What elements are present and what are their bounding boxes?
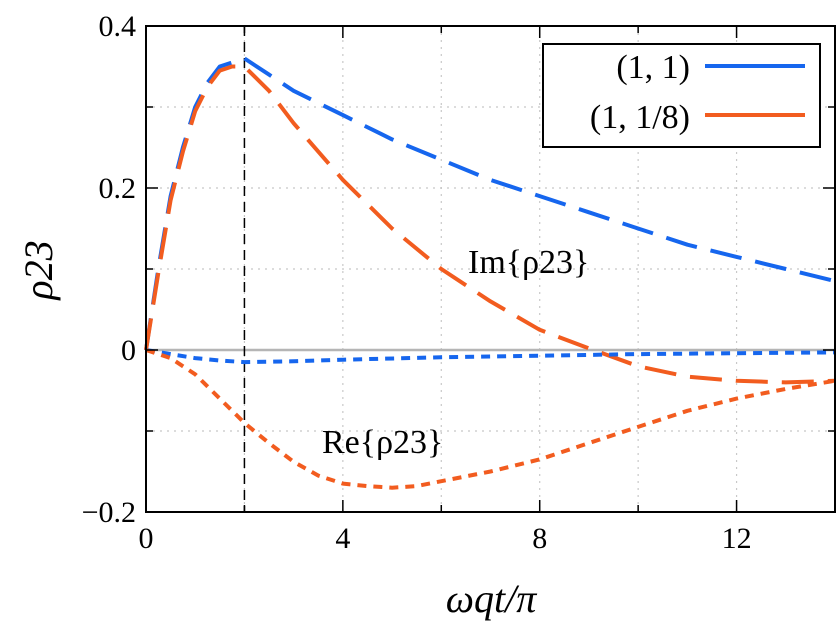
- x-tick-label: 0: [139, 522, 154, 555]
- legend-label-series-2: (1, 1/8): [590, 99, 690, 136]
- y-tick-label: −0.2: [82, 496, 136, 529]
- series-group: [144, 56, 836, 490]
- legend-box: [542, 43, 821, 148]
- series-line-3: [145, 348, 836, 365]
- legend: (1, 1) (1, 1/8): [542, 43, 821, 148]
- x-tick-label: 8: [532, 522, 547, 555]
- series-line-4: [145, 348, 836, 490]
- y-tick-label: 0.2: [99, 172, 137, 205]
- x-tick-label: 4: [335, 522, 350, 555]
- y-tick-label: 0: [121, 334, 136, 367]
- annotation-re: Re{ρ23}: [322, 424, 443, 461]
- x-tick-label: 12: [722, 522, 752, 555]
- annotation-im: Im{ρ23}: [468, 244, 589, 281]
- series-line-2: [144, 64, 836, 385]
- axis-ticks: [145, 25, 836, 513]
- y-tick-label: 0.4: [99, 10, 137, 43]
- y-axis-label: ρ23: [16, 240, 61, 301]
- x-axis-label: ωqt/π: [446, 576, 537, 621]
- legend-label-series-1: (1, 1): [616, 49, 690, 86]
